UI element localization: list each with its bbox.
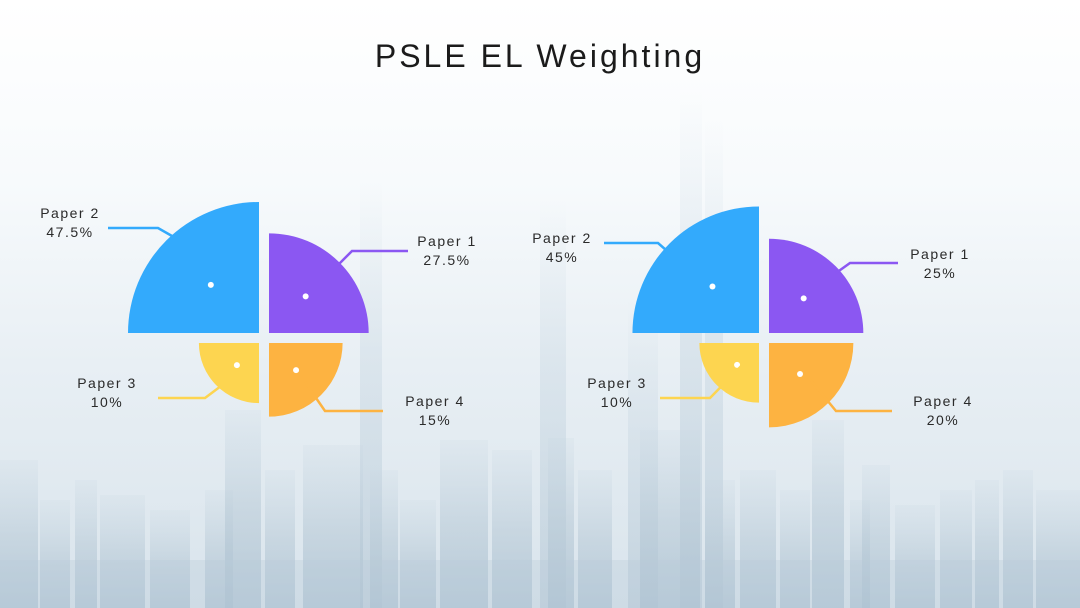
rose-chart-2: Paper 1 25% Paper 2 45% Paper 3 10% Paper 4 20% <box>532 206 973 428</box>
label-paper-4: Paper 4 <box>405 393 465 409</box>
slice-marker-paper-3 <box>734 361 741 368</box>
value-label-paper-4: 15% <box>419 412 452 428</box>
slice-paper-1 <box>269 233 369 333</box>
slice-marker-paper-4 <box>293 367 300 374</box>
value-label-paper-1: 25% <box>924 265 957 281</box>
rose-chart-1: Paper 1 27.5% Paper 2 47.5% Paper 3 10% Paper … <box>40 202 477 428</box>
slice-marker-paper-1 <box>302 293 309 300</box>
slice-paper-3 <box>699 343 759 403</box>
slice-marker-paper-2 <box>207 281 214 288</box>
slice-paper-2 <box>128 202 259 333</box>
leader-line-paper-3 <box>158 361 254 400</box>
slice-paper-4 <box>269 343 343 417</box>
page-title: PSLE EL Weighting <box>374 38 706 74</box>
slice-paper-4 <box>769 343 854 428</box>
slice-paper-3 <box>198 343 259 404</box>
slice-marker-paper-4 <box>797 371 804 378</box>
label-paper-3: Paper 3 <box>77 375 137 391</box>
slice-paper-1 <box>769 238 864 333</box>
value-label-paper-3: 10% <box>601 394 634 410</box>
label-paper-2: Paper 2 <box>40 205 100 221</box>
leader-line-paper-4 <box>303 381 383 413</box>
value-label-paper-2: 45% <box>546 249 579 265</box>
label-paper-1: Paper 1 <box>417 233 477 249</box>
leader-line-paper-4 <box>807 376 892 413</box>
leader-line-paper-1 <box>337 249 408 266</box>
leader-line-paper-2 <box>108 226 173 238</box>
label-paper-4: Paper 4 <box>913 393 973 409</box>
label-paper-3: Paper 3 <box>587 375 647 391</box>
leader-line-paper-1 <box>835 261 898 275</box>
value-label-paper-1: 27.5% <box>423 252 470 268</box>
slice-marker-paper-2 <box>709 283 716 290</box>
value-label-paper-2: 47.5% <box>46 224 93 240</box>
slice-paper-2 <box>632 206 759 333</box>
slice-marker-paper-3 <box>233 362 240 369</box>
leader-line-paper-2 <box>604 241 667 251</box>
value-label-paper-4: 20% <box>927 412 960 428</box>
label-paper-1: Paper 1 <box>910 246 970 262</box>
label-paper-2: Paper 2 <box>532 230 592 246</box>
leader-line-paper-3 <box>660 356 751 400</box>
value-label-paper-3: 10% <box>91 394 124 410</box>
slice-marker-paper-1 <box>800 295 807 302</box>
